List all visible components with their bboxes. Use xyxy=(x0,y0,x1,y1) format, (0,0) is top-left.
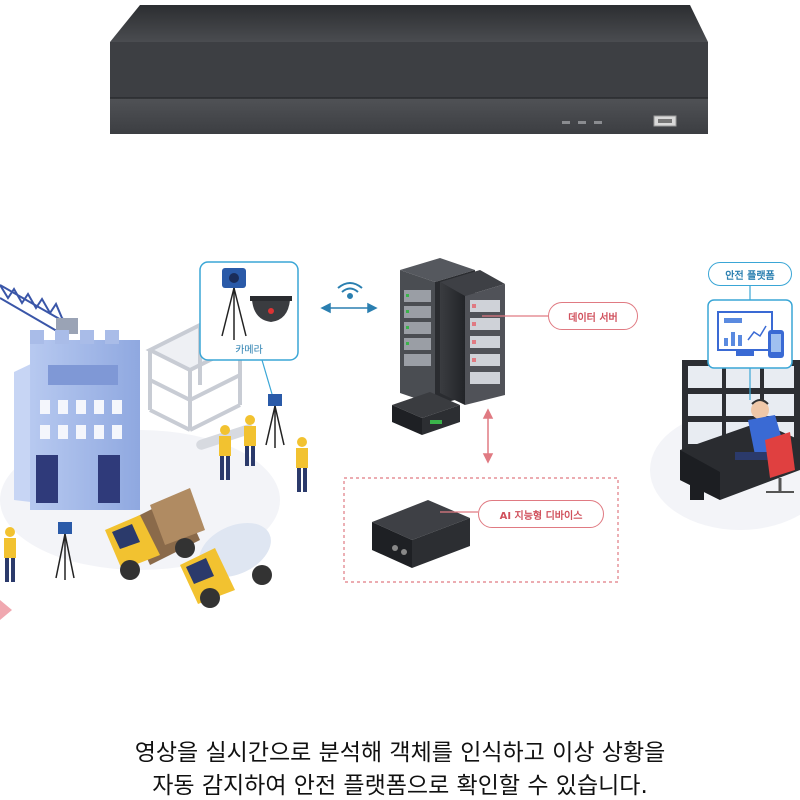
ai-device-label: AI 지능형 디바이스 xyxy=(478,500,604,528)
usb-port-icon xyxy=(653,115,677,127)
field-camera xyxy=(55,522,75,580)
mixer-truck xyxy=(180,522,272,608)
ai-device xyxy=(372,500,470,568)
server-device-link-arrow xyxy=(482,408,494,464)
data-server xyxy=(400,258,505,405)
field-camera xyxy=(265,394,285,448)
construction-site xyxy=(0,284,308,608)
dump-truck xyxy=(105,488,205,580)
camera-callout xyxy=(199,261,299,395)
led-indicator-icon xyxy=(562,121,602,124)
ai-device-frame xyxy=(343,477,619,583)
camera-tripod-icon xyxy=(221,268,247,340)
nvr-recorder xyxy=(110,5,708,134)
caption-line-1: 영상을 실시간으로 분석해 객체를 인식하고 이상 상황을 xyxy=(134,740,666,766)
worker xyxy=(4,527,16,582)
safety-platform-label: 안전 플랫폼 xyxy=(708,262,792,286)
worker xyxy=(296,437,308,492)
wifi-icon xyxy=(337,282,363,299)
camera-label: 카메라 xyxy=(235,344,263,356)
decorative-fragment xyxy=(0,600,12,620)
control-room xyxy=(650,360,800,530)
caption-line-2: 자동 감지하여 안전 플랫폼으로 확인할 수 있습니다. xyxy=(152,773,648,799)
edge-server-box xyxy=(392,392,460,435)
worker xyxy=(244,415,256,466)
building xyxy=(14,330,140,510)
phone-icon xyxy=(768,330,784,358)
wireless-link-arrow xyxy=(320,302,378,314)
chart-monitor-icon xyxy=(717,311,773,356)
data-server-label: 데이터 서버 xyxy=(548,302,638,330)
worker xyxy=(219,425,231,480)
dome-camera-icon xyxy=(250,296,292,322)
platform-callout xyxy=(707,286,793,400)
